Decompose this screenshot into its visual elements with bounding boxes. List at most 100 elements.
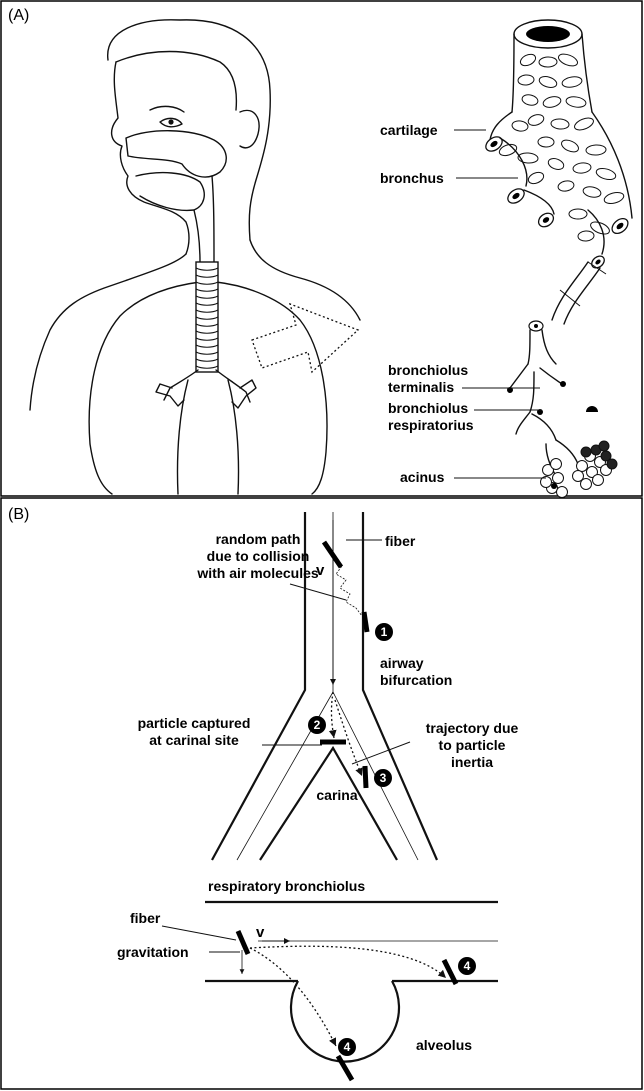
- zoom-arrow: [252, 304, 358, 372]
- cartilage-plate: [561, 75, 582, 88]
- cartilage-plate: [527, 170, 546, 185]
- label-captured-2: at carinal site: [149, 732, 239, 748]
- trachea: [196, 262, 218, 372]
- terminal-branches: [510, 364, 562, 388]
- bronchiole-lumen: [534, 324, 538, 328]
- marker-2: 2: [308, 716, 326, 734]
- cartilage-plate: [572, 162, 591, 174]
- label-cartilage: cartilage: [380, 122, 438, 138]
- terminal-bronchiole: [528, 330, 556, 364]
- alveolar-sac-dark: [599, 441, 609, 451]
- svg-text:4: 4: [464, 959, 471, 973]
- cartilage-plate: [603, 191, 625, 206]
- label-airway-2: bifurcation: [380, 672, 452, 688]
- label-carina: carina: [316, 787, 357, 803]
- label-trajectory-3: inertia: [451, 754, 493, 770]
- svg-text:1: 1: [381, 625, 388, 639]
- cartilage-plate: [560, 138, 581, 154]
- label-bronchus: bronchus: [380, 170, 444, 186]
- label-captured-1: particle captured: [138, 715, 251, 731]
- respiratory-bronchiolus-diagram: [162, 902, 498, 1080]
- marker-1: 1: [375, 623, 393, 641]
- nasal-cavity: [126, 131, 226, 177]
- marker-3: 3: [374, 769, 392, 787]
- acinus-marker: [551, 483, 557, 489]
- alveolar-sac: [577, 461, 588, 472]
- cartilage-plate: [578, 230, 595, 241]
- face-profile: [112, 62, 189, 254]
- label-velocity-top: v: [316, 562, 325, 579]
- pupil: [168, 119, 173, 124]
- cartilage-plate: [511, 120, 528, 132]
- terminal-end: [560, 381, 566, 387]
- label-bronchiolus-terminalis-1: bronchiolus: [388, 362, 468, 378]
- eyebrow: [150, 106, 184, 112]
- marker-4a: 4: [458, 957, 476, 975]
- alveolar-sac: [553, 473, 564, 484]
- inertia-path: [335, 700, 362, 776]
- ear: [240, 110, 259, 147]
- settling-path-1: [250, 946, 446, 978]
- cartilage-plate: [565, 95, 586, 108]
- fiber-bottom-leader: [162, 926, 236, 940]
- cartilage-plate: [538, 137, 554, 147]
- cartilage-plate: [557, 52, 579, 69]
- bronchiole-tube: [552, 262, 600, 324]
- label-velocity-bottom: v: [256, 924, 265, 941]
- respiratory-bronchiole: [516, 372, 556, 440]
- label-gravitation: gravitation: [117, 944, 189, 960]
- lung-hilum-lines: [177, 380, 238, 494]
- left-bronchus-branch: [156, 384, 184, 406]
- label-respiratory-bronchiolus: respiratory bronchiolus: [208, 878, 365, 894]
- right-shoulder: [250, 240, 360, 320]
- label-bronchiolus-terminalis-2: terminalis: [388, 379, 454, 395]
- label-trajectory-1: trajectory due: [426, 720, 519, 736]
- cartilage-plate: [557, 180, 575, 193]
- oral-cavity: [136, 173, 204, 211]
- cartilage-plate: [586, 144, 606, 155]
- carina-walls: [260, 748, 397, 860]
- label-acinus: acinus: [400, 469, 445, 485]
- label-trajectory-2: to particle: [439, 737, 506, 753]
- cartilage-plates: [498, 52, 625, 242]
- trachea-lumen: [526, 26, 570, 42]
- alveolar-sac-dark: [607, 459, 617, 469]
- cartilage-plate: [595, 166, 617, 181]
- marker-4b: 4: [338, 1038, 356, 1056]
- cartilage-plate: [542, 95, 562, 109]
- alveolar-sac: [593, 475, 604, 486]
- panel-a-label: (A): [8, 7, 29, 24]
- alveolar-sac: [573, 471, 584, 482]
- label-fiber-top: fiber: [385, 533, 416, 549]
- cartilage-plate: [527, 113, 545, 127]
- label-random-path-2: due to collision: [207, 548, 310, 564]
- acinus-cluster: [541, 441, 618, 498]
- cartilage-plate: [539, 57, 557, 68]
- human-figure-illustration: [30, 20, 360, 494]
- bronchial-tree: [483, 20, 632, 498]
- random-path: [334, 560, 362, 616]
- alveolar-sac-dark: [581, 447, 591, 457]
- main-bronchi: [164, 370, 250, 402]
- cartilage-plate: [582, 185, 602, 199]
- cartilage-plate: [551, 118, 570, 130]
- svg-text:3: 3: [380, 771, 387, 785]
- fiber-bronchiolus: [238, 931, 248, 954]
- cartilage-plate: [569, 209, 587, 219]
- trajectory-leader: [352, 742, 410, 764]
- cartilage-plate: [547, 157, 565, 172]
- alveolar-sac: [557, 487, 568, 498]
- fiber-deposited-1: [364, 612, 367, 632]
- fiber-deposited-4b: [338, 1056, 352, 1080]
- right-lung-outline: [216, 282, 327, 494]
- left-lung-outline: [89, 282, 200, 494]
- label-bronchiolus-respiratorius-2: respiratorius: [388, 417, 474, 433]
- cartilage-plate: [518, 74, 535, 86]
- cartilage-plate: [538, 75, 558, 90]
- panel-a-frame: [1, 1, 642, 496]
- label-bronchiolus-respiratorius-1: bronchiolus: [388, 400, 468, 416]
- alveolar-sac: [551, 459, 562, 470]
- panel-b-label: (B): [8, 506, 29, 523]
- svg-text:2: 2: [314, 718, 321, 732]
